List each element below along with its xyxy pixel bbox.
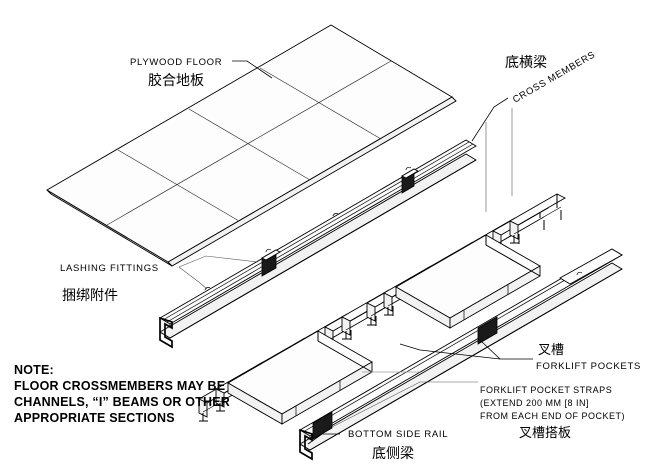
front-rail-end-profile: [299, 428, 313, 461]
bottom-side-rail-leader: [307, 433, 340, 445]
plywood-leader: [232, 60, 273, 79]
leader-lines: [178, 60, 533, 445]
rear-rail-groove-1: [162, 141, 470, 321]
forklift-strap-label-cn: 叉槽搭板: [519, 425, 571, 441]
forklift-pockets-label-en: FORKLIFT POCKETS: [536, 361, 641, 372]
label-forklift-pocket-straps: FORKLIFT POCKET STRAPS (EXTEND 200 MM [8…: [480, 385, 625, 441]
note-line-3: APPROPRIATE SECTIONS: [14, 411, 175, 425]
lashing-fitting-3: [204, 213, 339, 291]
label-bottom-side-rail: BOTTOM SIDE RAIL 底侧梁: [348, 429, 448, 462]
lashing-leader-1: [178, 255, 259, 268]
cross-member: [509, 193, 566, 244]
forklift-pockets-label-cn: 叉槽: [538, 343, 564, 358]
label-lashing-fittings: LASHING FITTINGS 捆绑附件: [60, 263, 159, 304]
plywood-seam-col-1: [117, 149, 240, 222]
rear-bottom-side-rail: [159, 139, 477, 349]
forklift-pockets-group: [227, 234, 541, 425]
forklift-pocket: [395, 234, 541, 329]
forklift-strap-line1: FORKLIFT POCKET STRAPS: [480, 385, 612, 395]
label-forklift-pockets: 叉槽 FORKLIFT POCKETS: [536, 343, 641, 372]
plywood-floor-assembly: [46, 24, 457, 267]
forklift-pocket: [227, 330, 373, 425]
forklift-pockets-leader-2: [399, 343, 501, 360]
forklift-strap-leader: [331, 381, 478, 428]
lashing-fitting-1: [261, 248, 281, 277]
forklift-pocket-strap: [312, 411, 333, 440]
note-line-2: CHANNELS, “I” BEAMS OR OTHER: [14, 395, 230, 409]
cross-members-label-cn: 底横梁: [505, 55, 547, 71]
plywood-floor-top: [46, 24, 453, 263]
plywood-floor-label-cn: 胶合地板: [148, 72, 204, 89]
label-plywood-floor: PLYWOOD FLOOR 胶合地板: [130, 57, 222, 89]
forklift-strap-line2: (EXTEND 200 MM [8 IN]: [480, 398, 589, 408]
forklift-pocket-straps-group: [312, 316, 498, 440]
lashing-fittings-group: [204, 166, 419, 291]
bottom-side-rail-label-cn: 底侧梁: [372, 446, 414, 462]
front-bottom-side-rail: [299, 248, 623, 461]
cross-members-leader: [471, 97, 509, 142]
lashing-fitting-2: [401, 166, 419, 194]
label-cross-members: 底横梁 CROSS MEMBERS: [505, 49, 598, 105]
forklift-strap-line3: FROM EACH END OF POCKET): [480, 411, 625, 421]
note-block: NOTE: FLOOR CROSSMEMBERS MAY BE CHANNELS…: [14, 363, 230, 425]
forklift-pocket-strap: [477, 316, 498, 345]
right-rail-end: [559, 248, 623, 285]
rear-rail-bottom-line: [169, 159, 477, 339]
note-line-1: FLOOR CROSSMEMBERS MAY BE: [14, 379, 225, 393]
rear-rail-end-profile: [159, 316, 173, 349]
plywood-seam-col-2: [188, 108, 311, 181]
plywood-seam-col-3: [259, 67, 382, 140]
rear-rail-groove-2: [166, 143, 474, 323]
lashing-fittings-label-en: LASHING FITTINGS: [60, 263, 159, 274]
lashing-fittings-label-cn: 捆绑附件: [62, 288, 118, 304]
bottom-side-rail-label-en: BOTTOM SIDE RAIL: [348, 429, 448, 440]
lashing-leader-2: [178, 266, 208, 290]
plywood-floor-label-en: PLYWOOD FLOOR: [130, 57, 222, 68]
plywood-seam-row: [106, 60, 392, 226]
note-heading: NOTE:: [14, 363, 54, 377]
